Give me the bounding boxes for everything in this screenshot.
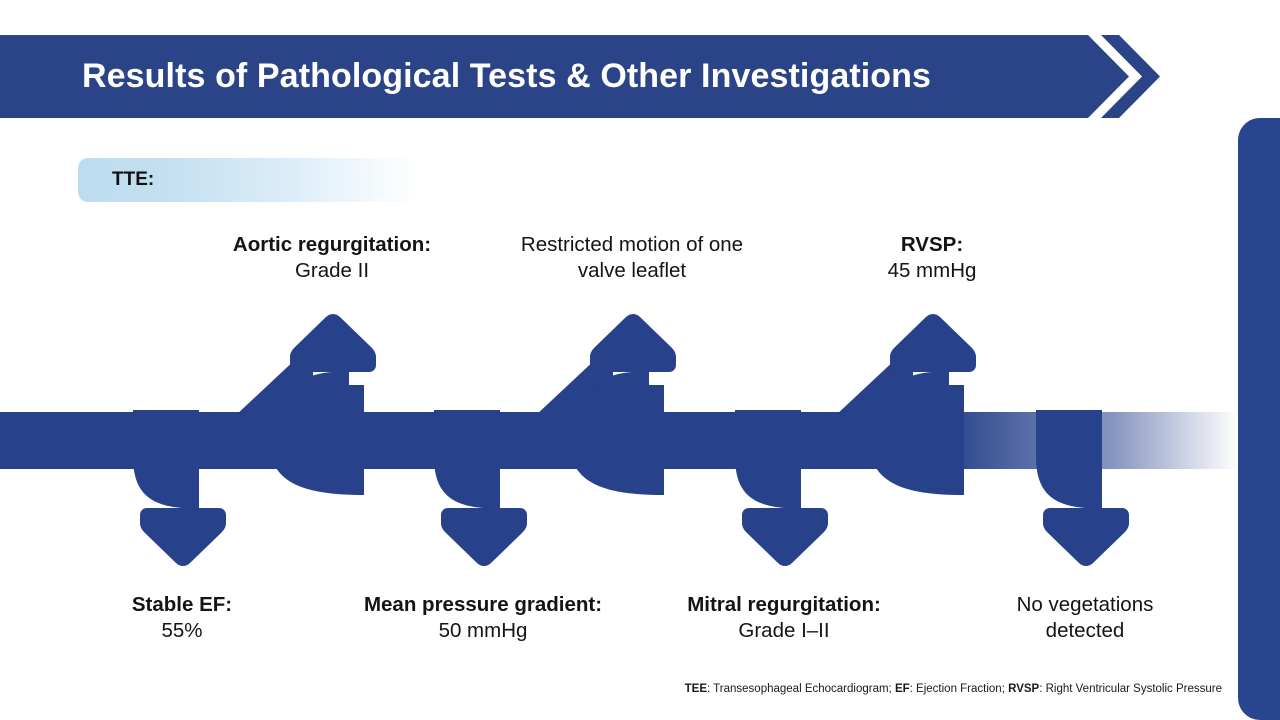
footnote-def-tee: : Transesophageal Echocardiogram; — [707, 683, 895, 695]
footnote-abbr-ef: EF — [894, 683, 910, 695]
callout-down-1: Stable EF: 55% — [32, 592, 332, 644]
callout-down-3: Mitral regurgitation: Grade I–II — [634, 592, 934, 644]
callout-up-1-label: Aortic regurgitation: — [232, 233, 432, 256]
footnote-def-rvsp: : Right Ventricular Systolic Pressure — [1039, 683, 1222, 695]
callout-down-2: Mean pressure gradient: 50 mmHg — [333, 592, 633, 644]
down-branch-arrow-1 — [133, 410, 226, 566]
callout-down-1-label: Stable EF: — [131, 593, 233, 616]
callout-up-2-label: Restricted motion of one — [520, 233, 744, 256]
callout-up-2-value: valve leaflet — [577, 259, 687, 283]
callout-up-2: Restricted motion of one valve leaflet — [482, 232, 782, 284]
title-banner: Results of Pathological Tests & Other In… — [0, 35, 1160, 118]
callout-down-3-label: Mitral regurgitation: — [687, 593, 881, 616]
callout-up-1: Aortic regurgitation: Grade II — [182, 232, 482, 284]
callout-down-3-value: Grade I–II — [738, 619, 830, 643]
section-banner-tte — [78, 158, 418, 202]
callout-up-3-value: 45 mmHg — [887, 259, 977, 283]
footnote-abbr-tee: TEE — [684, 683, 707, 695]
abbreviation-footnote: TEE: Transesophageal Echocardiogram; EF:… — [0, 683, 1222, 695]
callout-down-1-value: 55% — [161, 619, 203, 643]
callout-up-1-value: Grade II — [294, 259, 370, 283]
page-title: Results of Pathological Tests & Other In… — [82, 57, 932, 95]
footnote-def-ef: : Ejection Fraction; — [909, 683, 1009, 695]
callout-down-4-label: No vegetations — [1016, 593, 1154, 616]
callout-up-3: RVSP: 45 mmHg — [782, 232, 1082, 284]
right-accent-stripe — [1238, 118, 1280, 720]
callout-down-2-label: Mean pressure gradient: — [363, 593, 603, 616]
callout-up-3-label: RVSP: — [900, 233, 964, 256]
down-branch-arrow-2 — [434, 410, 527, 566]
title-banner-shape — [0, 35, 1160, 118]
section-label-tte: TTE: — [112, 169, 155, 190]
arrow-shapes — [133, 314, 1129, 566]
up-branch-arrow-2 — [583, 314, 676, 470]
down-branch-arrow-4 — [1036, 410, 1129, 566]
up-branch-arrow-3 — [883, 314, 976, 470]
callout-down-4: No vegetations detected — [935, 592, 1235, 644]
callout-down-4-value: detected — [1045, 619, 1125, 643]
footnote-abbr-rvsp: RVSP — [1008, 683, 1040, 695]
up-branch-arrow-1 — [283, 314, 376, 470]
down-branch-arrow-3 — [735, 410, 828, 566]
callout-down-2-value: 50 mmHg — [438, 619, 528, 643]
